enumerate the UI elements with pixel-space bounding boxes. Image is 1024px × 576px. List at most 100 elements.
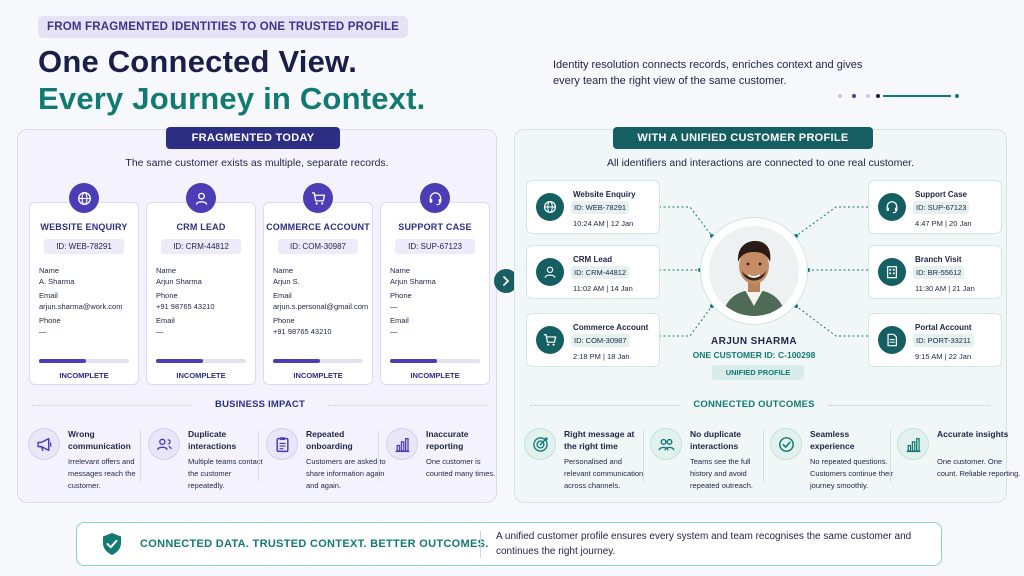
customer-avatar-ring — [700, 217, 808, 325]
separator — [763, 430, 764, 482]
completeness-bar — [156, 359, 246, 363]
globe-icon — [536, 193, 564, 221]
identity-id: ID: WEB-78291 — [571, 201, 630, 214]
identity-time: 10:24 AM | 12 Jan — [573, 219, 634, 228]
check-circle-icon — [770, 428, 802, 460]
completeness-bar — [39, 359, 129, 363]
field-value: — — [390, 301, 398, 311]
identity-title: Branch Visit — [915, 255, 962, 264]
field-label: Phone — [390, 291, 412, 300]
customer-id: ONE CUSTOMER ID: C-100298 — [692, 350, 816, 360]
fragmented-subtitle: The same customer exists as multiple, se… — [125, 157, 389, 169]
headset-icon — [878, 193, 906, 221]
record-id: ID: WEB-78291 — [44, 239, 124, 254]
field-label: Phone — [273, 316, 295, 325]
megaphone-icon — [28, 428, 60, 460]
cart-icon — [303, 183, 333, 213]
record-id: ID: SUP-67123 — [395, 239, 475, 254]
field-label: Email — [390, 316, 409, 325]
impact-title: Duplicate interactions — [188, 429, 237, 451]
record-title: WEBSITE ENQUIRY — [40, 222, 128, 232]
impact-text: One customer is counted many times. — [426, 457, 496, 478]
field-value: Arjun Sharma — [390, 276, 436, 286]
identity-time: 9:15 AM | 22 Jan — [915, 352, 972, 361]
divider — [828, 405, 990, 406]
intro-text: Identity resolution connects records, en… — [553, 59, 863, 87]
field-value: — — [390, 326, 398, 336]
identity-id: ID: SUP-67123 — [913, 201, 970, 214]
field-label: Name — [390, 266, 411, 275]
field-value: +91 98765 43210 — [273, 326, 332, 336]
user-icon — [186, 183, 216, 213]
separator — [258, 430, 259, 482]
business-impact-title: BUSINESS IMPACT — [215, 399, 305, 410]
impact-title: Repeated onboarding — [306, 429, 353, 451]
identity-time: 2:18 PM | 18 Jan — [573, 352, 630, 361]
shield-check-icon — [101, 532, 123, 561]
identity-time: 11:02 AM | 14 Jan — [573, 284, 633, 293]
field-value: A. Sharma — [39, 276, 75, 286]
record-title: COMMERCE ACCOUNT — [266, 222, 370, 232]
record-status: INCOMPLETE — [59, 371, 109, 380]
outcome-text: Teams see the full history and avoid rep… — [690, 457, 753, 490]
outcome-title: Seamless experience — [810, 429, 855, 451]
impact-text: Multiple teams contact the customer repe… — [188, 457, 263, 490]
page-subtitle: Every Journey in Context. — [38, 81, 426, 116]
record-status: INCOMPLETE — [293, 371, 343, 380]
impact-text: Customers are asked to share information… — [306, 457, 386, 490]
record-id: ID: CRM-44812 — [161, 239, 241, 254]
impact-text: Irrelevant offers and messages reach the… — [68, 457, 136, 490]
identity-title: CRM Lead — [573, 255, 613, 264]
headset-icon — [420, 183, 450, 213]
identity-title: Support Case — [915, 190, 968, 199]
unified-subtitle: All identifiers and interactions are con… — [606, 157, 914, 169]
completeness-bar — [390, 359, 480, 363]
cart-icon — [536, 326, 564, 354]
divider — [328, 405, 488, 406]
clipboard-icon — [266, 428, 298, 460]
identity-title: Portal Account — [915, 323, 972, 332]
decorative-dots — [838, 92, 963, 100]
outcome-text: Personalised and relevant communication … — [564, 457, 644, 490]
identity-title: Website Enquiry — [573, 190, 636, 199]
target-icon — [524, 428, 556, 460]
field-label: Phone — [39, 316, 61, 325]
building-icon — [878, 258, 906, 286]
identity-id: ID: COM-30987 — [571, 334, 630, 347]
unified-profile-badge: UNIFIED PROFILE — [712, 365, 804, 380]
separator — [890, 430, 891, 482]
identity-id: ID: PORT-33211 — [913, 334, 974, 347]
record-title: CRM LEAD — [176, 222, 226, 232]
customer-avatar — [709, 226, 799, 316]
customer-name: ARJUN SHARMA — [711, 336, 797, 347]
bar-chart-icon — [386, 428, 418, 460]
record-status: INCOMPLETE — [176, 371, 226, 380]
field-label: Name — [273, 266, 294, 275]
footer-banner: CONNECTED DATA. TRUSTED CONTEXT. BETTER … — [76, 522, 942, 566]
field-value: arjun.s.personal@gmail.com — [273, 301, 369, 311]
bar-chart-icon — [897, 428, 929, 460]
footer-title: CONNECTED DATA. TRUSTED CONTEXT. BETTER … — [140, 538, 489, 550]
unified-pill: WITH A UNIFIED CUSTOMER PROFILE — [613, 127, 873, 149]
separator — [378, 430, 379, 482]
record-status: INCOMPLETE — [410, 371, 460, 380]
outcome-title: Right message at the right time — [564, 429, 635, 451]
field-label: Name — [156, 266, 177, 275]
